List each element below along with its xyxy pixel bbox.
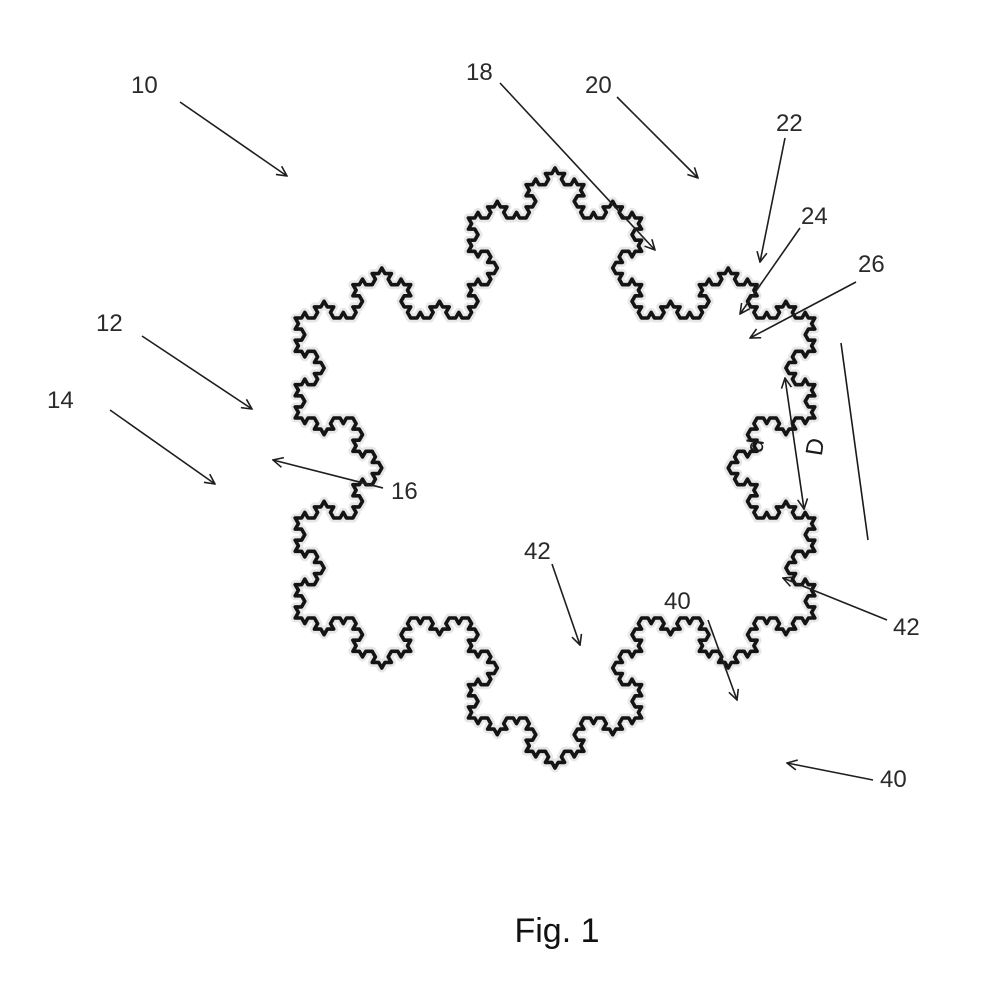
label-26: 26 xyxy=(858,251,885,278)
leader-10 xyxy=(179,101,287,176)
label-22: 22 xyxy=(776,110,803,137)
dimension-D-line xyxy=(840,342,869,541)
label-42-right: 42 xyxy=(893,614,920,641)
label-16: 16 xyxy=(391,478,418,505)
leader-18 xyxy=(499,82,655,250)
dimension-d-label: d xyxy=(741,437,770,454)
leader-26 xyxy=(750,281,857,338)
label-12: 12 xyxy=(96,310,123,337)
leader-22 xyxy=(760,137,786,262)
reference-numerals: 10 18 20 22 24 26 12 14 16 42 40 42 40 xyxy=(47,59,920,793)
leader-42-right xyxy=(783,578,888,621)
dimension-lines xyxy=(785,342,869,541)
leader-24 xyxy=(740,227,801,314)
dimension-labels: d D xyxy=(741,436,830,457)
leader-40-bottom xyxy=(707,619,737,700)
fractal-outline xyxy=(290,163,820,773)
leader-20 xyxy=(616,96,698,178)
label-42-bottom: 42 xyxy=(524,538,551,565)
leader-42-bottom xyxy=(551,563,580,645)
label-18: 18 xyxy=(466,59,493,86)
dimension-d-line xyxy=(785,378,804,509)
label-14: 14 xyxy=(47,387,74,414)
label-10: 10 xyxy=(131,72,158,99)
leader-40-right xyxy=(787,763,874,781)
leader-12 xyxy=(141,335,252,409)
figure-caption: Fig. 1 xyxy=(514,912,599,950)
label-20: 20 xyxy=(585,72,612,99)
label-24: 24 xyxy=(801,203,828,230)
leader-lines xyxy=(109,82,888,781)
label-40-right: 40 xyxy=(880,766,907,793)
leader-16 xyxy=(273,460,384,489)
label-40-bottom: 40 xyxy=(664,588,691,615)
leader-14 xyxy=(109,409,215,484)
dimension-D-label: D xyxy=(801,436,830,457)
